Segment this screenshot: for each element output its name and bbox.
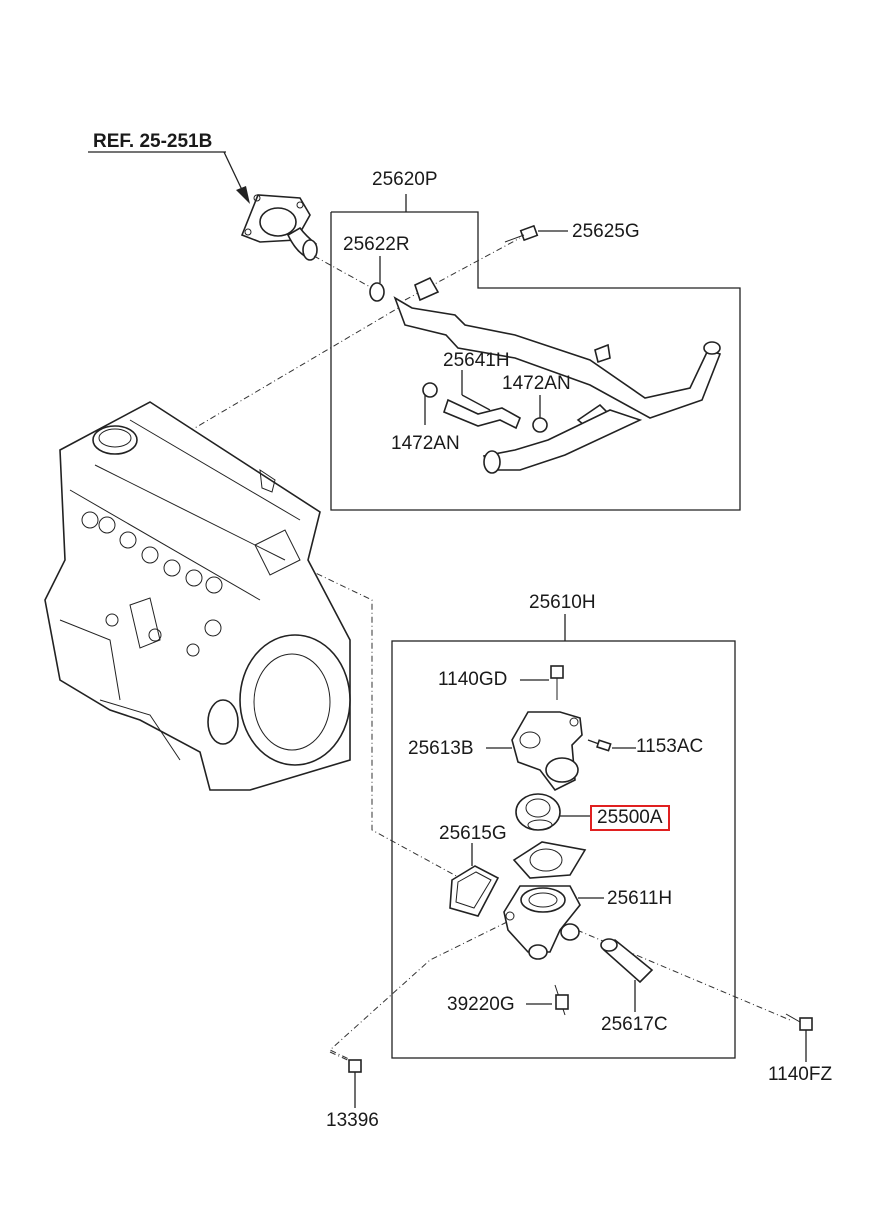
part-label-1472AN-upper[interactable]: 1472AN	[502, 373, 571, 394]
engine-block-part	[44, 401, 351, 791]
bolt-1153AC-part	[587, 739, 636, 752]
water-pipe-part	[393, 276, 722, 474]
gasket-25615G-part	[449, 843, 500, 917]
bolt-1140FZ-part	[785, 1013, 813, 1062]
ref-label[interactable]: REF. 25-251B	[93, 131, 213, 152]
part-label-25617C[interactable]: 25617C	[601, 1014, 668, 1035]
pipe-25617C-part	[600, 938, 654, 1012]
group-box-25620P	[330, 211, 741, 511]
water-outlet-part	[240, 194, 318, 261]
thermostat-25500A-part	[515, 793, 594, 831]
part-label-1140FZ[interactable]: 1140FZ	[768, 1064, 833, 1085]
nut-13396-part	[348, 1059, 362, 1108]
part-label-39220G[interactable]: 39220G	[447, 994, 515, 1015]
part-label-25500A-highlighted[interactable]: 25500A	[590, 805, 670, 831]
clamp-1472AN-part	[422, 382, 548, 433]
part-label-25622R[interactable]: 25622R	[343, 234, 410, 255]
part-label-25610H[interactable]: 25610H	[529, 592, 596, 613]
part-label-25615G[interactable]: 25615G	[439, 823, 507, 844]
gasket-part	[512, 841, 587, 879]
bolt-25625G-part	[504, 224, 568, 243]
bolt-1140GD-part	[520, 665, 564, 700]
part-label-25611H[interactable]: 25611H	[607, 888, 673, 909]
part-label-13396[interactable]: 13396	[326, 1110, 379, 1131]
hose-25641H-part	[443, 398, 522, 430]
part-label-1140GD[interactable]: 1140GD	[438, 669, 508, 690]
group-box-25610H	[391, 640, 736, 1059]
part-label-25613B[interactable]: 25613B	[408, 738, 474, 759]
part-label-25641H[interactable]: 25641H	[443, 350, 510, 371]
part-label-25620P[interactable]: 25620P	[372, 169, 438, 190]
water-inlet-25613B-part	[486, 711, 583, 792]
oring-25622R-part	[369, 282, 385, 302]
part-label-1472AN-lower[interactable]: 1472AN	[391, 433, 460, 454]
part-label-25625G[interactable]: 25625G	[572, 221, 640, 242]
sensor-39220G-part	[526, 984, 569, 1016]
housing-25611H-part	[503, 885, 604, 960]
part-label-1153AC[interactable]: 1153AC	[636, 736, 704, 757]
